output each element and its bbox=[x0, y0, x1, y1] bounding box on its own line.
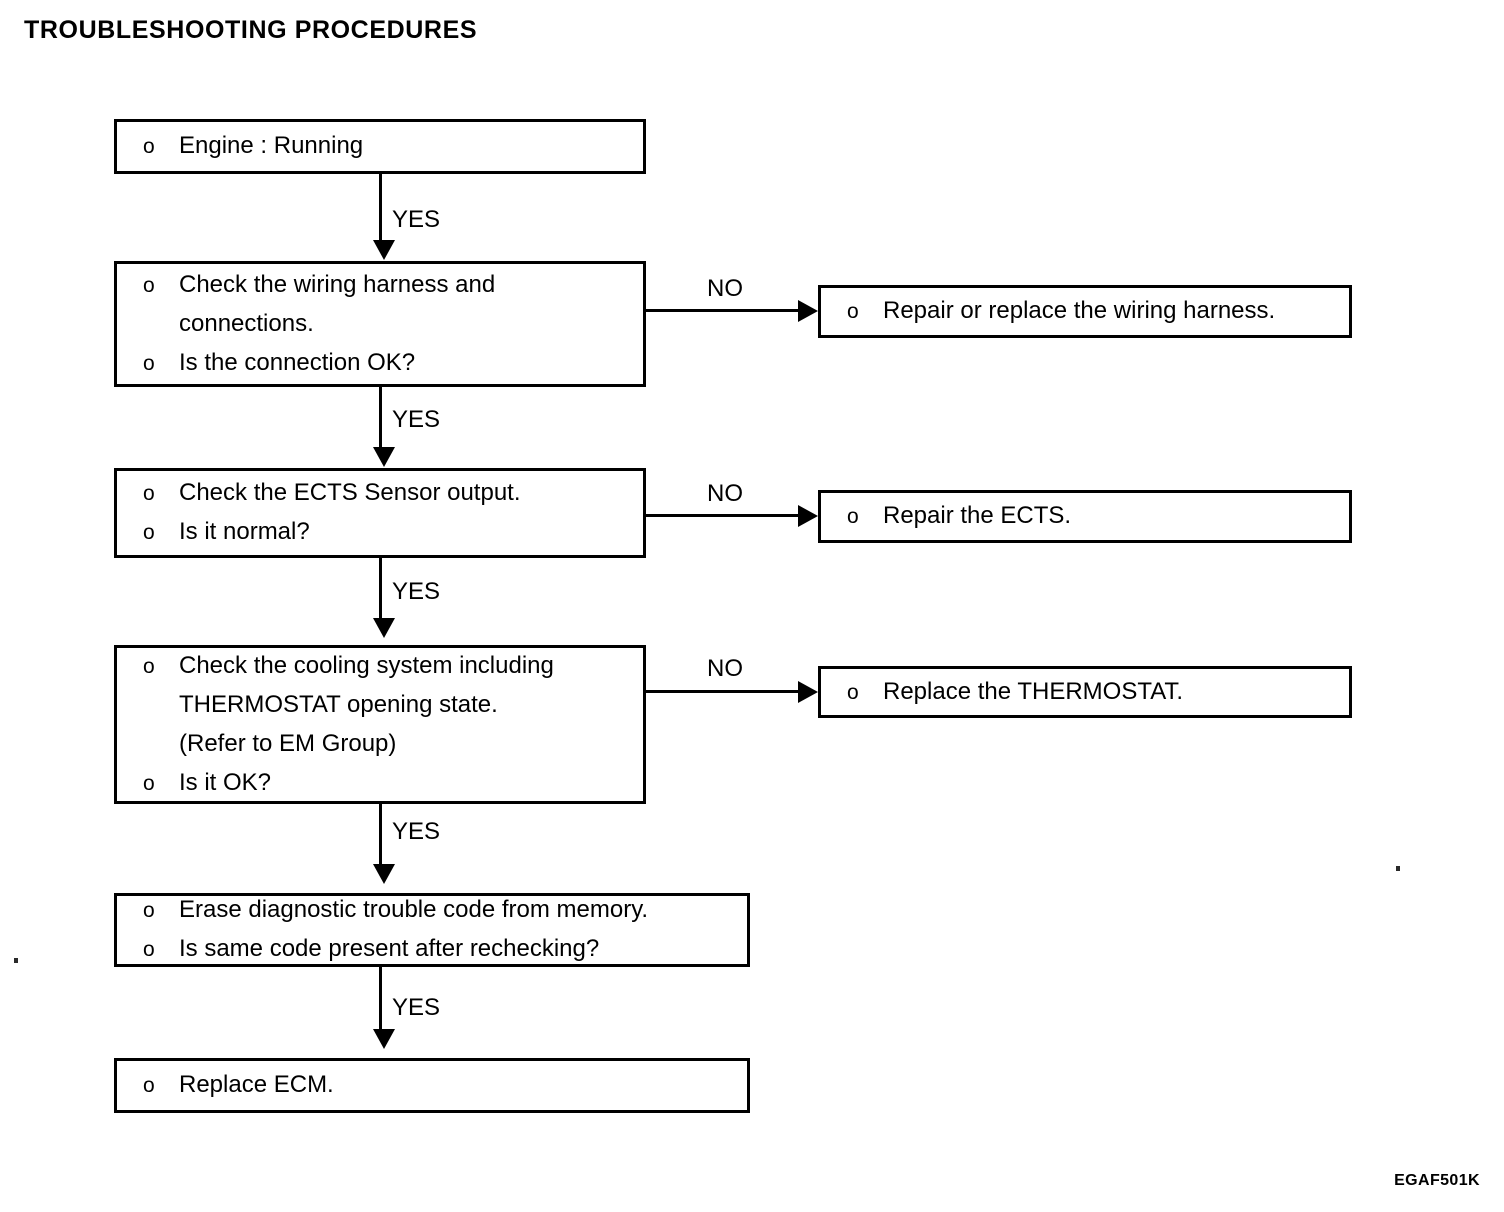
flow-box-engine-running: o Engine : Running bbox=[114, 119, 646, 174]
box-line-text: Is the connection OK? bbox=[179, 348, 416, 376]
box-line-text: THERMOSTAT opening state. bbox=[179, 690, 498, 718]
flow-box-repair-ects: o Repair the ECTS. bbox=[818, 490, 1352, 543]
box-line: o Is same code present after rechecking? bbox=[143, 930, 747, 969]
flow-box-replace-thermostat: o Replace the THERMOSTAT. bbox=[818, 666, 1352, 718]
bullet-marker: o bbox=[143, 771, 155, 795]
box-line: o Is it OK? bbox=[143, 764, 643, 803]
connector-cooling-no bbox=[646, 690, 802, 693]
edge-label-no-1: NO bbox=[707, 275, 743, 302]
connector-ects-to-cooling bbox=[379, 558, 382, 620]
box-line: o Replace ECM. bbox=[143, 1066, 747, 1105]
arrowhead-down-wiring-to-ects bbox=[373, 447, 395, 467]
box-line: o Check the ECTS Sensor output. bbox=[143, 474, 643, 513]
flow-box-replace-ecm: o Replace ECM. bbox=[114, 1058, 750, 1113]
edge-label-yes-3: YES bbox=[392, 578, 441, 605]
edge-label-no-2: NO bbox=[707, 480, 743, 507]
scan-speckle bbox=[1396, 866, 1400, 871]
flow-box-check-wiring-harness: o Check the wiring harness and o connect… bbox=[114, 261, 646, 387]
box-line: o connections. bbox=[143, 305, 643, 344]
bullet-marker: o bbox=[143, 899, 155, 922]
bullet-marker: o bbox=[143, 482, 155, 505]
box-line-text: Replace the THERMOSTAT. bbox=[883, 677, 1184, 705]
box-line-text: Repair or replace the wiring harness. bbox=[883, 297, 1276, 324]
box-line: o Is the connection OK? bbox=[143, 344, 643, 383]
connector-wiring-no bbox=[646, 309, 802, 312]
edge-label-yes-4: YES bbox=[392, 818, 441, 845]
scan-speckle bbox=[14, 958, 18, 963]
flow-box-repair-wiring-harness: o Repair or replace the wiring harness. bbox=[818, 285, 1352, 338]
edge-label-yes-5: YES bbox=[392, 994, 441, 1021]
connector-erase-to-ecm bbox=[379, 967, 382, 1031]
box-line: o Repair the ECTS. bbox=[847, 497, 1349, 536]
box-line-text: (Refer to EM Group) bbox=[179, 729, 397, 757]
connector-engine-to-wiring bbox=[379, 174, 382, 242]
box-line-text: connections. bbox=[179, 309, 314, 337]
box-line-text: Is it OK? bbox=[179, 768, 272, 796]
bullet-marker: o bbox=[143, 521, 155, 544]
box-line: o (Refer to EM Group) bbox=[143, 725, 643, 764]
box-line-text: Engine : Running bbox=[179, 132, 364, 159]
box-line-text: Erase diagnostic trouble code from memor… bbox=[179, 896, 649, 923]
box-line-text: Check the ECTS Sensor output. bbox=[179, 479, 521, 506]
arrowhead-down-engine-to-wiring bbox=[373, 240, 395, 260]
box-line: o Check the wiring harness and bbox=[143, 266, 643, 305]
connector-wiring-to-ects bbox=[379, 387, 382, 449]
bullet-marker: o bbox=[847, 300, 859, 323]
arrowhead-right-ects-no bbox=[798, 505, 818, 527]
flow-box-erase-dtc: o Erase diagnostic trouble code from mem… bbox=[114, 893, 750, 967]
connector-cooling-to-erase bbox=[379, 804, 382, 866]
box-line: o Engine : Running bbox=[143, 127, 643, 166]
box-line: o Is it normal? bbox=[143, 513, 643, 552]
box-line-text: Is same code present after rechecking? bbox=[179, 935, 600, 962]
connector-ects-no bbox=[646, 514, 802, 517]
bullet-marker: o bbox=[143, 273, 155, 297]
edge-label-no-3: NO bbox=[707, 655, 743, 682]
box-line-text: Check the cooling system including bbox=[179, 651, 554, 679]
bullet-marker: o bbox=[143, 135, 155, 158]
bullet-marker: o bbox=[847, 505, 859, 528]
box-line: o Replace the THERMOSTAT. bbox=[847, 673, 1349, 712]
box-line-text: Check the wiring harness and bbox=[179, 270, 496, 298]
flow-box-check-cooling-system: o Check the cooling system including o T… bbox=[114, 645, 646, 804]
edge-label-yes-2: YES bbox=[392, 406, 441, 433]
page-title: TROUBLESHOOTING PROCEDURES bbox=[24, 16, 478, 44]
bullet-marker: o bbox=[143, 654, 155, 678]
box-line-text: Is it normal? bbox=[179, 518, 310, 545]
box-line: o Check the cooling system including bbox=[143, 647, 643, 686]
box-line: o THERMOSTAT opening state. bbox=[143, 686, 643, 725]
edge-label-yes-1: YES bbox=[392, 206, 441, 233]
arrowhead-down-ects-to-cooling bbox=[373, 618, 395, 638]
arrowhead-right-cooling-no bbox=[798, 681, 818, 703]
figure-reference-code: EGAF501K bbox=[1394, 1172, 1480, 1189]
box-line-text: Repair the ECTS. bbox=[883, 502, 1072, 529]
bullet-marker: o bbox=[143, 938, 155, 961]
bullet-marker: o bbox=[847, 680, 859, 704]
bullet-marker: o bbox=[143, 351, 155, 375]
box-line: o Erase diagnostic trouble code from mem… bbox=[143, 891, 747, 930]
arrowhead-down-cooling-to-erase bbox=[373, 864, 395, 884]
box-line-text: Replace ECM. bbox=[179, 1071, 334, 1098]
flow-box-check-ects-output: o Check the ECTS Sensor output. o Is it … bbox=[114, 468, 646, 558]
box-line: o Repair or replace the wiring harness. bbox=[847, 292, 1349, 331]
arrowhead-right-wiring-no bbox=[798, 300, 818, 322]
arrowhead-down-erase-to-ecm bbox=[373, 1029, 395, 1049]
bullet-marker: o bbox=[143, 1074, 155, 1097]
